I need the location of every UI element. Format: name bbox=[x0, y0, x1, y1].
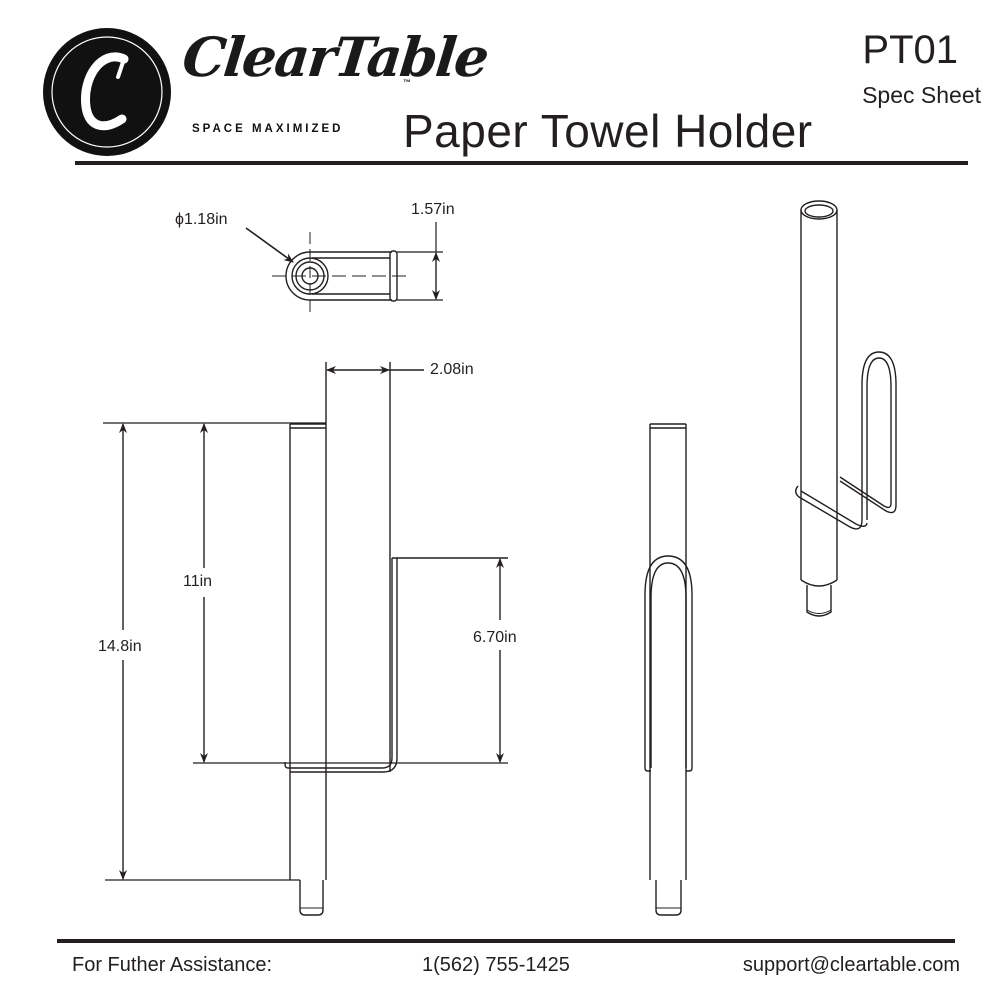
overall-height-label: 14.8in bbox=[98, 638, 142, 655]
footer-divider bbox=[57, 939, 955, 943]
product-title: Paper Towel Holder bbox=[403, 105, 813, 157]
support-phone[interactable]: 1(562) 755-1425 bbox=[422, 954, 570, 976]
logo-circle-icon bbox=[43, 28, 171, 156]
depth-label: 1.57in bbox=[411, 201, 455, 218]
arm-height-label: 6.70in bbox=[473, 629, 517, 646]
header-divider bbox=[75, 161, 968, 165]
support-email[interactable]: support@cleartable.com bbox=[742, 954, 960, 976]
brand-tagline: SPACE MAXIMIZED bbox=[192, 123, 344, 135]
side-view bbox=[644, 423, 693, 916]
isometric-view bbox=[795, 200, 897, 617]
assistance-label: For Futher Assistance: bbox=[72, 954, 273, 976]
diameter-label: ϕ1.18in bbox=[175, 211, 228, 228]
top-view bbox=[245, 222, 443, 316]
product-code: PT01 bbox=[862, 28, 958, 72]
arm-offset-label: 2.08in bbox=[430, 361, 474, 378]
tube-height-label: 11in bbox=[183, 573, 213, 590]
document-type: Spec Sheet bbox=[862, 82, 981, 108]
front-view bbox=[103, 362, 508, 916]
trademark-mark: ™ bbox=[403, 78, 411, 87]
